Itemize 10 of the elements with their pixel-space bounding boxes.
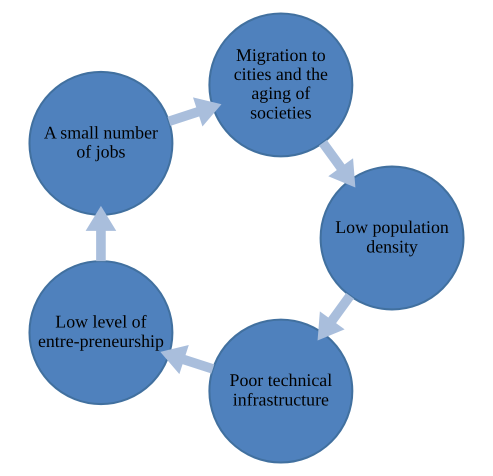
arrow (319, 140, 356, 188)
node-circle: Poor technical infrastructure (208, 318, 354, 464)
node-circle: Low level of entre-preneurship (28, 260, 174, 406)
arrow (318, 293, 354, 341)
node-circle: Migration to cities and the aging of societies (208, 12, 354, 158)
node-circle: A small number of jobs (28, 70, 174, 216)
arrow (86, 206, 116, 262)
node-circle: Low population density (320, 166, 465, 310)
arrow (167, 97, 222, 127)
arrow (160, 345, 214, 374)
